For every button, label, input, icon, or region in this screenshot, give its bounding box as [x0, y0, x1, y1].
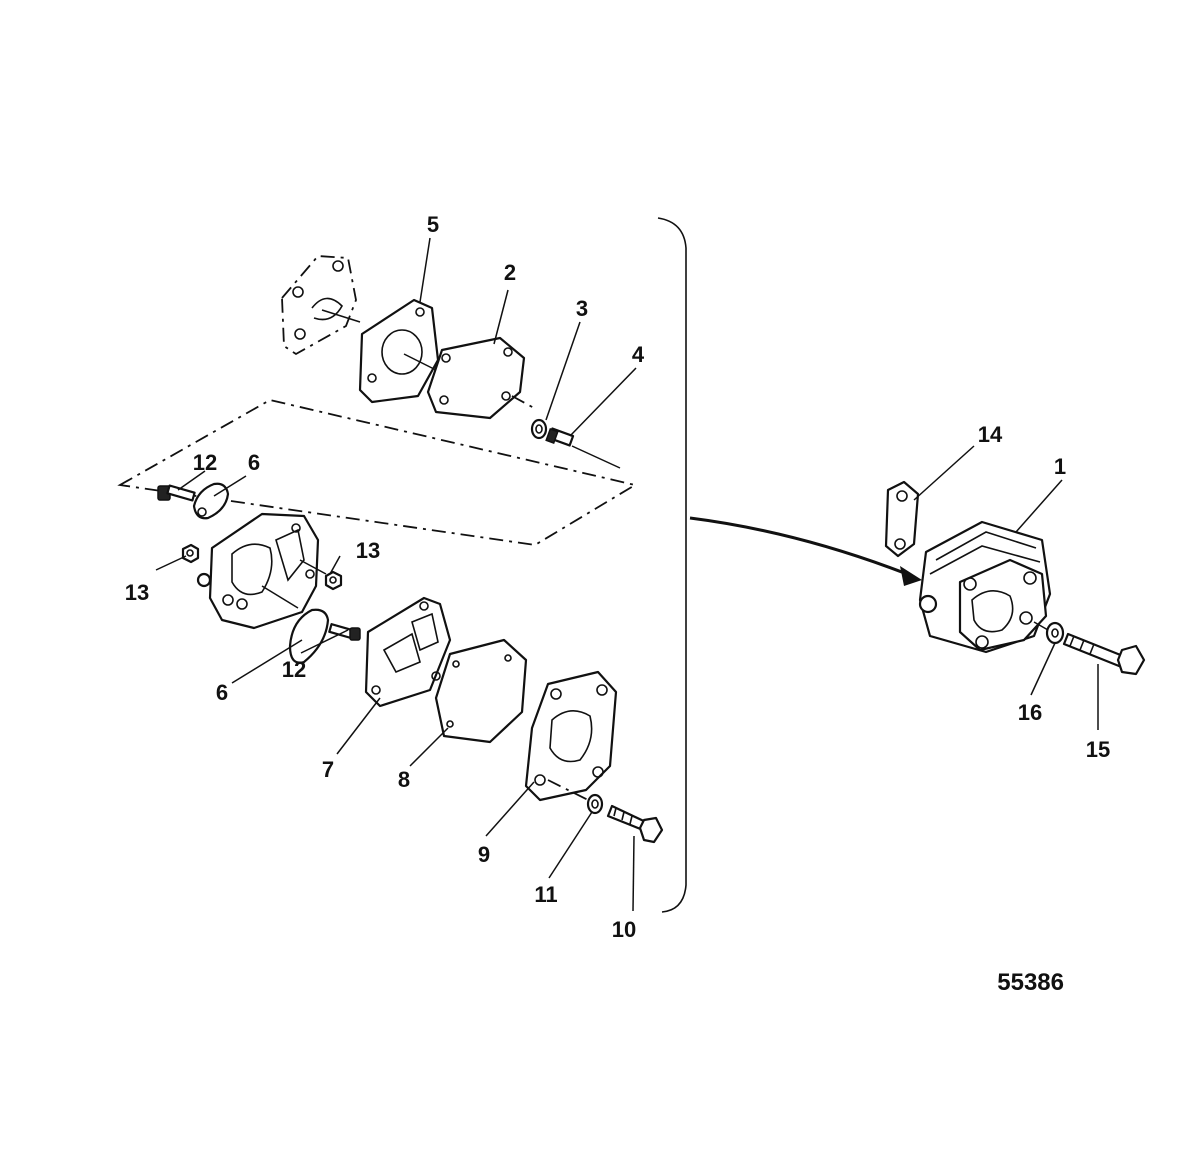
- part-5-gasket: [358, 298, 440, 404]
- figure-number: 55386: [997, 969, 1064, 996]
- part-14-gasket: [884, 480, 920, 558]
- part-13-right-nut: [324, 570, 343, 591]
- callout-7: 7: [322, 757, 334, 782]
- assembly-arrow-line: [689, 516, 913, 578]
- callout-16: 16: [1018, 700, 1042, 725]
- callout-11: 11: [534, 882, 557, 907]
- callout-10: 10: [612, 917, 636, 942]
- callout-4: 4: [632, 342, 645, 367]
- part-6-lower-reed-stop: [288, 608, 330, 664]
- part-16-washer: [1045, 621, 1065, 645]
- part-12-lower-screw: [328, 623, 361, 641]
- callout-12-lower: 12: [282, 657, 306, 682]
- callout-6-lower: 6: [216, 680, 228, 705]
- pump-body-center: [196, 512, 327, 630]
- part-12-upper-screw: [157, 484, 196, 502]
- callout-8: 8: [398, 767, 410, 792]
- part-6-upper-reed-stop: [192, 482, 230, 520]
- part-2-plate: [426, 336, 535, 420]
- callout-3: 3: [576, 296, 588, 321]
- reed-group-outline: [117, 399, 638, 546]
- part-3-washer: [530, 418, 548, 440]
- part-11-washer: [586, 793, 604, 815]
- part-10-bolt: [606, 804, 664, 844]
- part-4-screw: [545, 427, 621, 469]
- part-8-diaphragm: [434, 638, 528, 744]
- callout-13-right: 13: [356, 538, 380, 563]
- part-15-bolt: [1062, 632, 1146, 676]
- callout-15: 15: [1086, 737, 1110, 762]
- part-13-left-nut: [181, 543, 200, 564]
- assembly-bracket: [657, 217, 687, 913]
- callout-9: 9: [478, 842, 490, 867]
- callout-1: 1: [1054, 454, 1066, 479]
- part-9-cover: [524, 670, 618, 802]
- callout-14: 14: [978, 422, 1003, 447]
- callout-5: 5: [427, 212, 439, 237]
- housing-phantom-top: [281, 255, 361, 356]
- callout-2: 2: [504, 260, 516, 285]
- callout-6-upper: 6: [248, 450, 260, 475]
- assembly-arrowhead: [900, 566, 922, 586]
- callout-13-left: 13: [125, 580, 149, 605]
- part-1-assembled-pump: [918, 520, 1052, 654]
- callout-12-upper: 12: [193, 450, 217, 475]
- part-7-gasket: [364, 596, 452, 708]
- leader-lines: [155, 237, 1099, 912]
